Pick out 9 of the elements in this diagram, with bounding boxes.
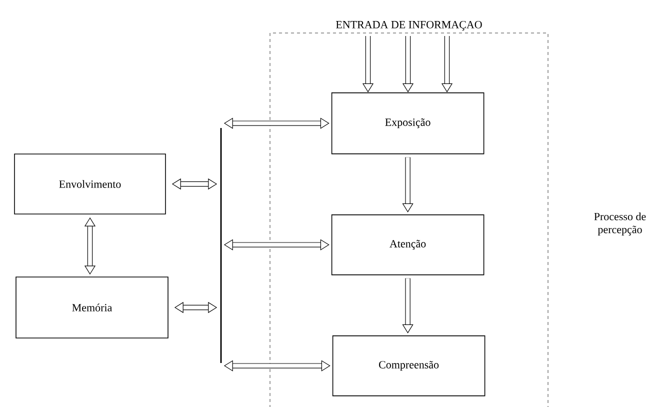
hollow-arrow	[402, 278, 414, 334]
process-box: Exposição	[331, 92, 484, 154]
side-note: Processo de percepção	[594, 212, 646, 236]
process-box: Memória	[16, 276, 168, 338]
process-box: Atenção	[331, 214, 484, 276]
process-box: Compreensão	[332, 335, 486, 396]
process-box: Envolvimento	[14, 154, 166, 214]
hollow-arrow	[402, 157, 414, 212]
frame-heading: ENTRADA DE INFORMAÇAO	[336, 20, 482, 31]
